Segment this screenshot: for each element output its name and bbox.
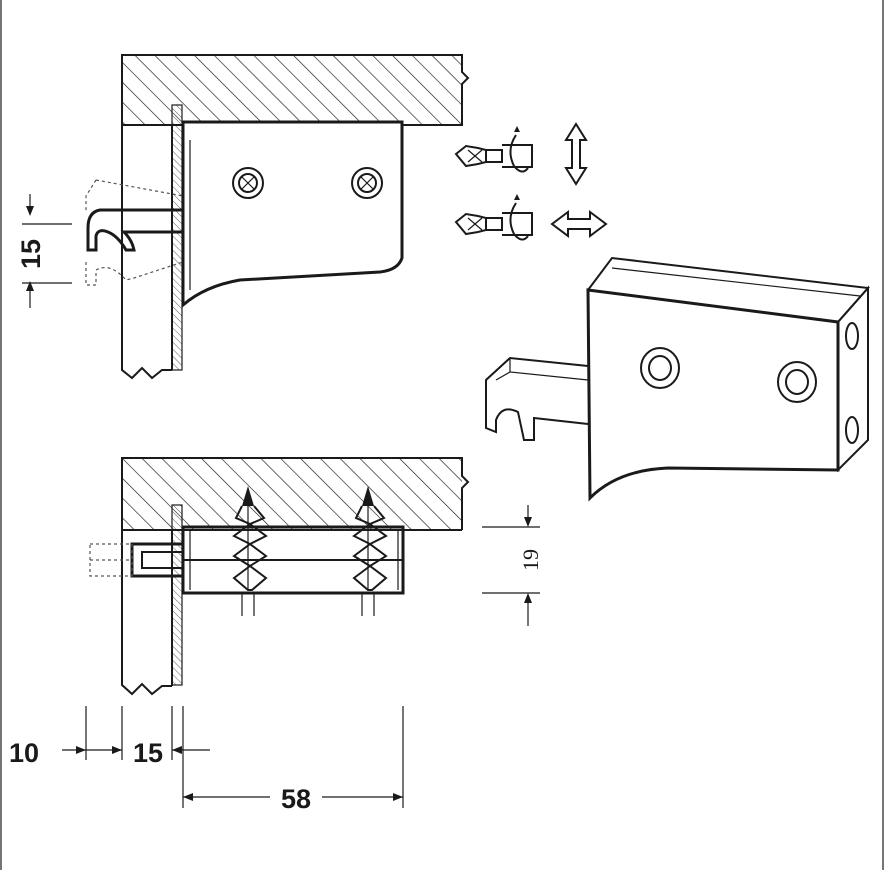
double-arrow-vertical-icon [564, 122, 588, 186]
hinge-3d-view [485, 256, 871, 502]
dimension-label-10: 10 [9, 738, 39, 768]
cabinet-side-wall-section [121, 530, 172, 696]
wood-screw-icon [232, 486, 268, 616]
top-view: 19 10 15 58 [9, 457, 543, 814]
double-arrow-horizontal-icon [550, 210, 608, 238]
cabinet-side-wall [121, 125, 172, 380]
dimension-label-19: 19 [518, 549, 543, 571]
hook-arm [86, 208, 183, 252]
screwdriver-icon [454, 126, 533, 173]
door-panel [172, 105, 182, 370]
screw-icon [232, 167, 264, 199]
screwdriver-icon [454, 194, 533, 241]
screw-icon [351, 167, 383, 199]
hinge-plate [181, 120, 404, 309]
side-view: 15 [16, 54, 470, 380]
dimension-label-15-vertical: 15 [16, 239, 46, 269]
adjustment-legend [454, 122, 608, 241]
wood-screw-icon [352, 486, 388, 616]
door-panel-section [172, 505, 182, 685]
dimension-label-15-horizontal: 15 [133, 738, 163, 768]
cabinet-top-outline [121, 54, 470, 126]
dimension-label-58: 58 [281, 784, 311, 814]
